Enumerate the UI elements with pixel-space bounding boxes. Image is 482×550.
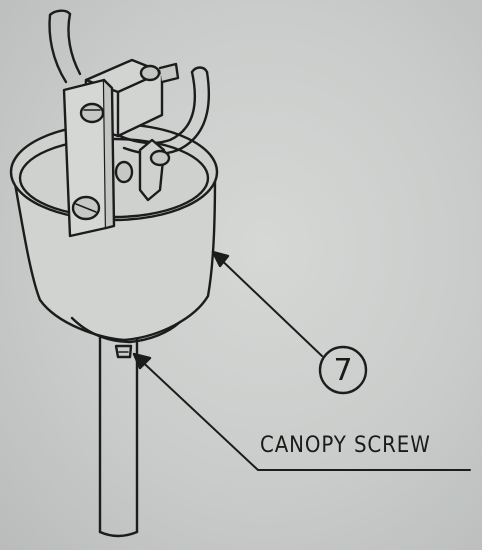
canopy-screw: [114, 344, 133, 359]
canopy-screw-label: CANOPY SCREW: [260, 433, 431, 458]
callout-leader-screw: [132, 352, 471, 471]
callout-number: 7: [333, 352, 353, 388]
mounting-strap: [62, 78, 116, 238]
down-rod: [98, 333, 139, 538]
callout-circle: [318, 345, 368, 395]
callout-leader-7: [211, 250, 368, 395]
bracket-screws: [71, 138, 171, 221]
